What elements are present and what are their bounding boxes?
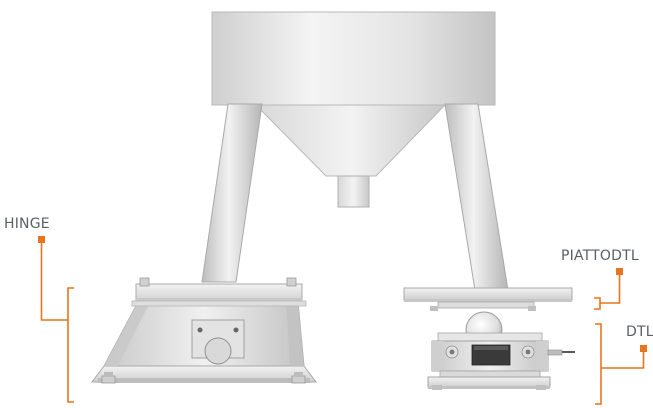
top-plate [403, 287, 573, 311]
cable-gland [547, 349, 563, 356]
top-plate-slab [403, 287, 573, 301]
load-cell-base [427, 376, 551, 388]
plate-marker [616, 268, 623, 275]
hopper-body [211, 11, 496, 106]
right-leg [444, 103, 509, 291]
hinge-label: HINGE [4, 216, 50, 232]
hinge-callout [38, 236, 74, 403]
dtl-marker [640, 345, 647, 352]
load-cell-assembly [427, 311, 575, 390]
plate-callout [594, 268, 623, 310]
left-leg [201, 103, 263, 283]
hinge-mount [91, 277, 317, 384]
hopper-outlet [337, 175, 370, 208]
plate-label: PIATTODTL [561, 248, 639, 264]
hopper [211, 11, 496, 208]
hopper-cone [254, 104, 447, 177]
dtl-label: DTL [626, 324, 653, 340]
dtl-callout [595, 323, 647, 405]
hinge-marker [38, 236, 45, 243]
hinge-pin [204, 337, 232, 365]
